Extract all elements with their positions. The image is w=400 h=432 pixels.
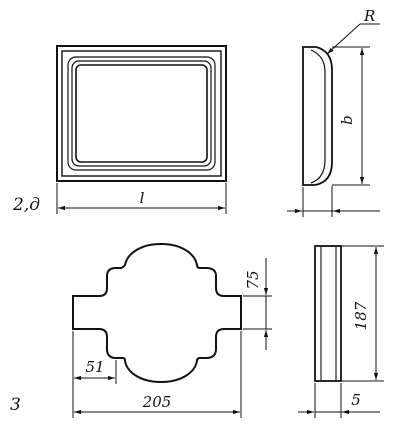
fig2-side-view [302,46,333,186]
dim-side-thickness [287,186,380,217]
dim-75: 75 [243,258,272,350]
figure-label-3: 3 [10,395,21,415]
dim-205: 205 [72,331,242,418]
dim-text-b: b [338,115,356,125]
inner-panel [75,64,208,163]
dim-text-r: R [363,7,375,25]
leader-r: R [326,7,380,55]
fig3-side-view [314,245,342,382]
dim-text-75: 75 [244,270,262,289]
side-profile [302,46,333,186]
dim-187: 187 [341,245,384,382]
dim-text-5: 5 [351,391,361,409]
dim-5: 5 [298,383,380,418]
dim-text-187: 187 [352,301,370,330]
fig2-front-view [56,45,227,182]
dim-l: l [56,183,227,214]
dim-text-l: l [140,189,145,207]
dim-text-205: 205 [142,393,172,411]
dim-b: b [332,46,370,186]
outer-outline [56,45,227,182]
side-inner-curve [310,49,326,184]
rim-outline [61,50,222,177]
rounded-border-1 [67,56,216,171]
leader-line [326,23,361,55]
dim-51: 51 [74,358,117,384]
figure-label-2d: 2,д [12,195,40,215]
dim-text-51: 51 [85,358,104,376]
rounded-border-2 [71,60,212,167]
plate-profile [72,242,242,384]
side-outline [314,245,342,382]
fig3-front-view [72,242,242,384]
